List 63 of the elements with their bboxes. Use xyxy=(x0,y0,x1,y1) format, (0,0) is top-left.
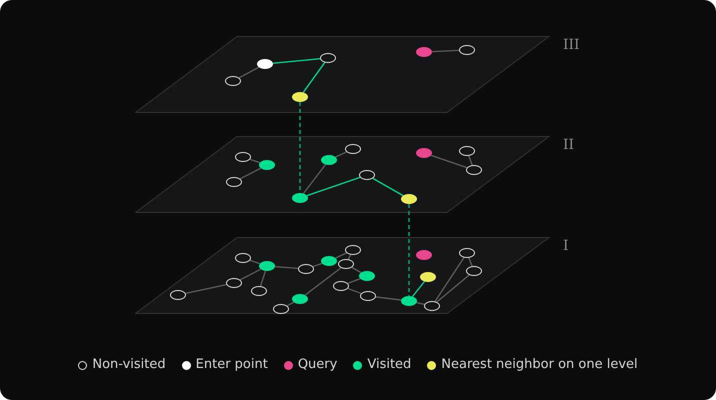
open-node xyxy=(360,291,376,301)
legend-label: Enter point xyxy=(196,356,268,374)
open-node xyxy=(333,281,349,291)
open-node xyxy=(235,152,251,162)
dashed-connector xyxy=(408,204,410,296)
graph-edge xyxy=(348,288,362,294)
open-node xyxy=(466,266,482,276)
open-node xyxy=(459,45,475,55)
graph-edge xyxy=(272,58,320,64)
open-node xyxy=(225,76,241,86)
graph-edge xyxy=(348,278,360,284)
open-node xyxy=(320,53,336,63)
open-node xyxy=(345,144,361,154)
graph-edge xyxy=(260,270,266,286)
open-node xyxy=(226,278,242,288)
graph-edge xyxy=(416,302,425,305)
graph-edge xyxy=(312,262,322,268)
open-node xyxy=(170,290,186,300)
graph-edge xyxy=(412,281,425,297)
graph-edge xyxy=(434,257,464,302)
open-node xyxy=(466,165,482,175)
graph-edge xyxy=(372,178,404,196)
layer-label: II xyxy=(563,137,574,153)
graph-edge xyxy=(240,168,262,180)
open-node xyxy=(251,286,267,296)
graph-edge xyxy=(250,260,260,264)
open-node xyxy=(273,304,289,314)
graph-edge xyxy=(432,50,460,52)
open-node xyxy=(298,264,314,274)
graph-edge xyxy=(468,258,473,266)
graph-edge xyxy=(468,156,473,166)
graph-edge xyxy=(238,66,260,78)
open-node xyxy=(459,146,475,156)
graph-edge xyxy=(286,302,294,306)
dashed-connector xyxy=(299,102,301,193)
open-node xyxy=(235,253,251,263)
graph-edge xyxy=(430,154,468,168)
layer-label: III xyxy=(563,37,580,53)
legend-label: Non-visited xyxy=(92,356,166,374)
graph-edge xyxy=(348,254,352,260)
graph-edge xyxy=(306,176,360,196)
open-node xyxy=(424,301,440,311)
open-node xyxy=(226,177,242,187)
graph-edge xyxy=(335,151,347,158)
graph-edge xyxy=(335,252,347,259)
open-node xyxy=(459,248,475,258)
graph-edge xyxy=(304,267,342,296)
graph-edge xyxy=(302,62,326,93)
open-node xyxy=(338,259,354,269)
legend-label: Nearest neighbor on one level xyxy=(441,356,638,374)
layer-label: I xyxy=(563,238,569,254)
graph-edge xyxy=(302,164,326,194)
graph-edge xyxy=(274,266,298,270)
graph-edge xyxy=(250,158,260,164)
graph-edge xyxy=(376,296,402,301)
open-node xyxy=(345,245,361,255)
graph-edge xyxy=(240,268,262,280)
graph-edge xyxy=(185,284,227,294)
legend-label: Visited xyxy=(367,356,412,374)
graph-edge xyxy=(436,274,470,302)
graph-edge xyxy=(352,266,362,274)
open-node xyxy=(359,170,375,180)
legend-label: Query xyxy=(298,356,338,374)
